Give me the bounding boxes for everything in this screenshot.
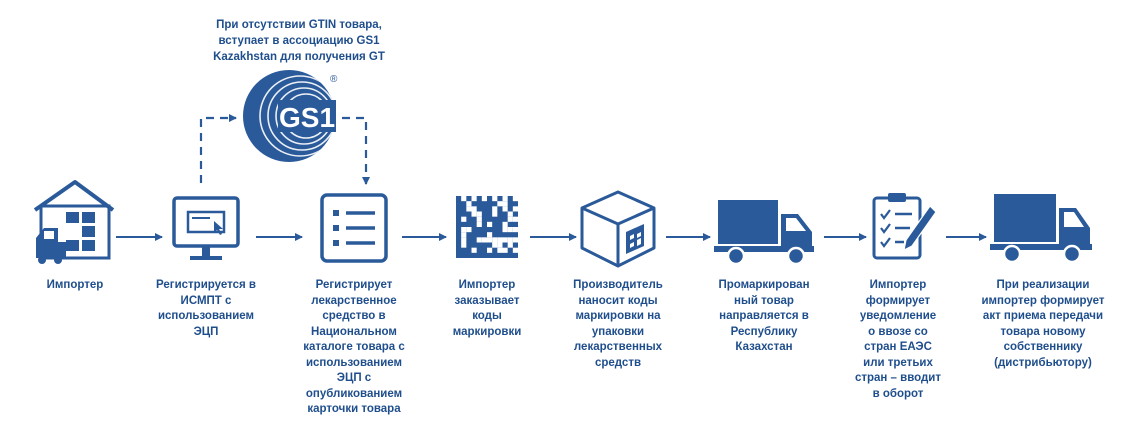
step-2-caption: Регистрируется в ИСМПТ с использованием …: [156, 279, 256, 338]
datamatrix-cell: [466, 206, 472, 212]
datamatrix-cell: [476, 237, 482, 243]
truck-icon: [990, 194, 1092, 264]
box-icon: [580, 190, 656, 268]
monitor-icon: [172, 196, 240, 260]
datamatrix-cell: [502, 196, 508, 202]
datamatrix-cell: [502, 221, 508, 227]
gs1-dashed-connector: [342, 116, 370, 185]
datamatrix-cell: [502, 247, 508, 253]
datamatrix-cell: [487, 237, 493, 243]
step-4-caption: Импортер заказывает коды маркировки: [452, 279, 522, 338]
datamatrix-cell: [471, 247, 477, 253]
datamatrix-cell: [487, 247, 493, 253]
datamatrix-cell: [497, 247, 503, 253]
datamatrix-cell: [476, 216, 482, 222]
registered-mark: ®: [330, 74, 338, 85]
datamatrix-cell: [497, 237, 503, 243]
datamatrix-cell: [481, 196, 487, 202]
datamatrix-cell: [507, 227, 513, 233]
datamatrix-cell: [507, 242, 513, 248]
datamatrix-cell: [492, 237, 498, 243]
datamatrix-cell: [502, 227, 508, 233]
datamatrix-cell: [471, 211, 477, 217]
checklist-icon: [872, 193, 937, 260]
datamatrix-cell: [492, 242, 498, 248]
step-3-caption: Регистрирует лекарственное средство в На…: [303, 279, 405, 415]
datamatrix-cell: [492, 206, 498, 212]
datamatrix-cell: [512, 247, 518, 253]
datamatrix-cell: [487, 232, 493, 238]
datamatrix-cell: [507, 216, 513, 222]
datamatrix-cell: [512, 216, 518, 222]
step-1-caption: Импортер: [46, 279, 104, 291]
gs1-logo: GS1 ®: [243, 70, 338, 162]
datamatrix-cell: [512, 227, 518, 233]
datamatrix-cell: [502, 201, 508, 207]
datamatrix-cell: [461, 237, 467, 243]
datamatrix-cell: [466, 201, 472, 207]
datamatrix-cell: [476, 221, 482, 227]
document-list-icon: [320, 193, 388, 263]
step-8-caption: При реализации импортер формирует акт пр…: [981, 279, 1105, 369]
datamatrix-cell: [502, 237, 508, 243]
datamatrix-cell: [461, 196, 467, 202]
datamatrix-cell: [492, 211, 498, 217]
datamatrix-cell: [476, 211, 482, 217]
gs1-note: При отсутствии GTIN товара, вступает в а…: [213, 19, 385, 63]
datamatrix-cell: [461, 216, 467, 222]
step-7-caption: Импортер формирует уведомление о ввозе с…: [854, 279, 942, 400]
step-5-caption: Производитель наносит коды маркировки на…: [573, 279, 663, 369]
gs1-logo-text: GS1: [279, 102, 335, 133]
datamatrix-cell: [461, 232, 467, 238]
datamatrix-cell: [507, 237, 513, 243]
datamatrix-cell: [466, 227, 472, 233]
datamatrix-cell: [507, 211, 513, 217]
datamatrix-cell: [512, 237, 518, 243]
truck-icon: [714, 200, 814, 266]
gs1-dashed-connector: [199, 114, 237, 183]
datamatrix-cell: [492, 196, 498, 202]
warehouse-icon: [33, 180, 115, 264]
datamatrix-cell: [502, 206, 508, 212]
datamatrix-cell: [471, 196, 477, 202]
datamatrix-icon: [456, 196, 518, 258]
datamatrix-cell: [471, 206, 477, 212]
datamatrix-cell: [487, 221, 493, 227]
datamatrix-cell: [481, 237, 487, 243]
step-6-caption: Промаркирован ный товар направляется в Р…: [718, 279, 810, 353]
datamatrix-cell: [512, 206, 518, 212]
datamatrix-cell: [512, 196, 518, 202]
datamatrix-cell: [497, 201, 503, 207]
datamatrix-cell: [461, 242, 467, 248]
datamatrix-cell: [461, 227, 467, 233]
datamatrix-cell: [497, 242, 503, 248]
